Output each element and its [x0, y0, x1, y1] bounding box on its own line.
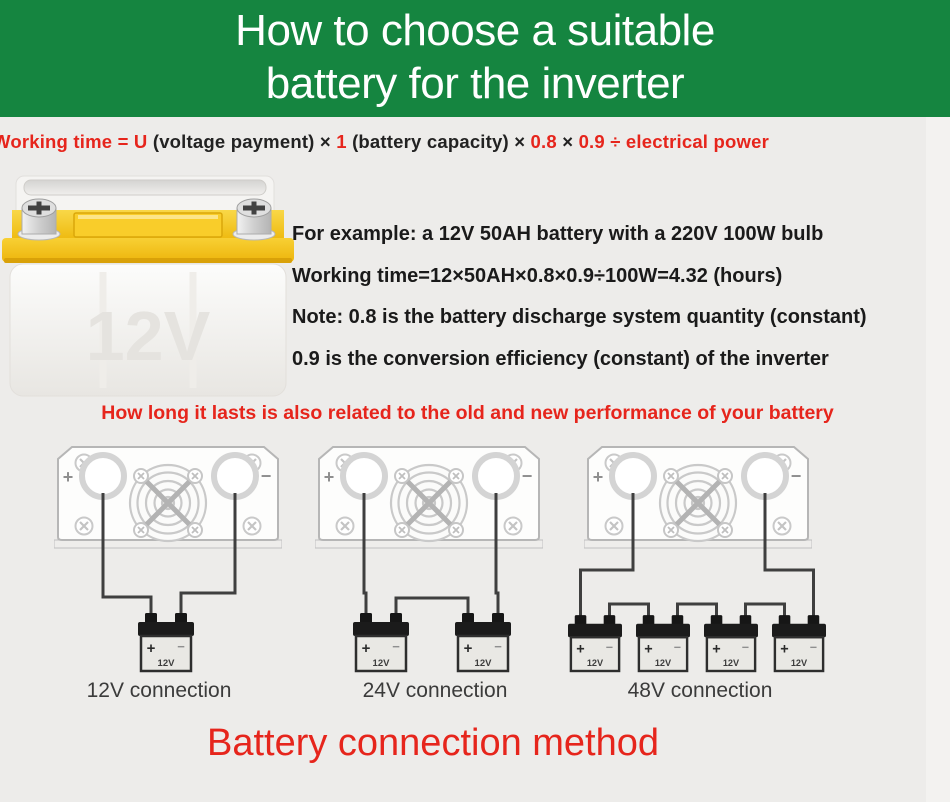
working-time-formula: Working time = U (voltage payment) × 1 (…	[0, 131, 769, 153]
battery-unit	[568, 615, 622, 673]
example-line: Note: 0.8 is the battery discharge syste…	[292, 306, 867, 328]
battery-terminal-right	[232, 198, 276, 241]
battery-age-note: How long it lasts is also related to the…	[101, 402, 834, 424]
wire-series-jumper	[394, 596, 470, 619]
battery-unit	[353, 613, 409, 673]
diagram-12v-connection	[40, 443, 300, 673]
wire-series-jumper	[676, 602, 718, 623]
formula-segment: (voltage payment)	[152, 131, 320, 152]
battery-unit	[138, 613, 194, 673]
battery-ledge-shadow	[4, 258, 292, 263]
inverter	[315, 447, 543, 548]
battery-handle	[23, 179, 267, 196]
example-line: 0.9 is the conversion efficiency (consta…	[292, 347, 829, 370]
wire-series-jumper	[608, 602, 650, 623]
label-48v-connection: 48V connection	[627, 679, 773, 702]
formula-segment: 0.9	[578, 131, 611, 152]
battery-12v-illustration: 12V	[2, 175, 294, 397]
formula-segment: 0.8	[530, 131, 557, 152]
wire-positive	[362, 493, 368, 619]
battery-unit	[704, 615, 758, 673]
battery-body	[9, 263, 287, 397]
diagram-24v-connection	[310, 443, 550, 673]
example-text-block: For example: a 12V 50AH battery with a 2…	[292, 214, 950, 380]
right-edge-strip	[926, 117, 950, 802]
header-banner: How to choose a suitable battery for the…	[0, 0, 950, 117]
formula-segment: 1	[336, 131, 353, 152]
footer-title: Battery connection method	[206, 722, 660, 764]
battery-unit	[455, 613, 511, 673]
battery-unit	[636, 615, 690, 673]
wire-series-jumper	[744, 602, 786, 623]
terminal-cross-icon	[28, 201, 50, 215]
formula-segment: ÷ electrical power	[610, 131, 769, 152]
label-24v-connection: 24V connection	[362, 679, 508, 702]
terminal-cross-icon	[243, 201, 265, 215]
page-title-line1: How to choose a suitable	[235, 6, 715, 55]
formula-segment: (battery capacity) ×	[352, 131, 531, 152]
battery-panel-highlight	[78, 215, 218, 219]
example-line: Working time=12×50AH×0.8×0.9÷100W=4.32 (…	[292, 264, 783, 287]
formula-segment: Working time = U	[0, 131, 153, 152]
example-line: For example: a 12V 50AH battery with a 2…	[292, 223, 824, 245]
wire-negative	[494, 493, 500, 619]
inverter	[54, 447, 282, 548]
battery-terminal-left	[17, 198, 61, 241]
wire-negative	[763, 493, 815, 621]
formula-segment: ×	[556, 131, 579, 152]
diagram-48v-connection	[568, 443, 826, 673]
formula-segment: ×	[319, 131, 337, 152]
inverter	[584, 447, 812, 548]
wire-positive	[579, 493, 635, 621]
label-12v-connection: 12V connection	[86, 679, 232, 702]
wire-negative	[179, 493, 237, 619]
battery-yellow-ledge	[2, 238, 294, 262]
page-title-line2: battery for the inverter	[265, 59, 685, 108]
battery-unit	[772, 615, 826, 673]
wire-positive	[101, 493, 153, 619]
battery-embossed-label: 12V	[86, 297, 211, 375]
